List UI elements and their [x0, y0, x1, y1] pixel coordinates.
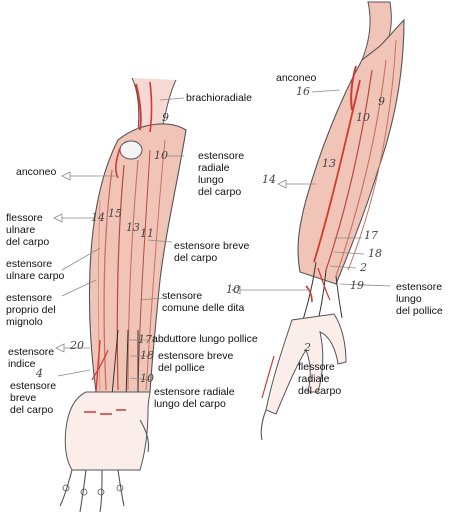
muscle-number-9-right: 9 [378, 95, 385, 108]
label-flessore-ulnare: flessore ulnare del carpo [6, 212, 50, 248]
muscle-number-17-left: 17 [138, 333, 152, 346]
muscle-number-18-left: 18 [140, 349, 154, 362]
muscle-number-19: 19 [350, 279, 364, 292]
label-estensore-ulnare: estensore ulnare carpo [6, 258, 65, 282]
muscle-number-10-left: 10 [154, 149, 168, 162]
muscle-number-16: 16 [296, 85, 310, 98]
label-flessore-radiale: flessore radiale del carpo [298, 361, 342, 397]
label-estensore-proprio-mignolo: estensore proprio del mignolo [6, 292, 56, 328]
muscle-number-17-right: 17 [364, 229, 378, 242]
muscle-number-14: 14 [91, 211, 105, 224]
label-estensore-indice: estensore indice [8, 346, 55, 370]
muscle-number-14-right: 14 [262, 173, 276, 186]
muscle-number-10-right: 10 [356, 111, 370, 124]
label-estensore-lungo-pollice: estensore lungo del pollice [396, 281, 443, 317]
label-estensore-radiale-lungo: estensore radiale lungo del carpo [198, 150, 245, 198]
label-anconeo-left: anconeo [16, 166, 57, 178]
muscle-number-11: 11 [140, 227, 154, 240]
left-forearm-illustration [59, 77, 187, 513]
muscle-number-20: 20 [70, 339, 84, 352]
label-estensore-breve-carpo-left: estensore breve del carpo [10, 380, 57, 416]
label-estensore-breve-pollice: estensore breve del pollice [158, 350, 234, 374]
label-stensore-comune: stensore comune delle dita [162, 290, 245, 314]
leader-lines [53, 89, 391, 381]
muscle-number-2-right: 2 [360, 261, 367, 274]
muscle-number-4-left: 4 [36, 367, 43, 380]
label-anconeo-right: anconeo [276, 72, 317, 84]
muscle-number-13-right: 13 [322, 157, 336, 170]
label-brachioradiale: brachioradiale [186, 92, 252, 104]
muscle-number-15: 15 [108, 207, 122, 220]
label-estensore-radiale-lungo-bottom: estensore radiale lungo del carpo [154, 386, 235, 410]
muscle-number-10-wrist: 10 [140, 372, 154, 385]
muscle-number-10-lower-right: 10 [226, 283, 240, 296]
muscle-number-18-right: 18 [368, 247, 382, 260]
muscle-number-2-hand: 2 [304, 341, 311, 354]
right-forearm-illustration [260, 1, 405, 441]
label-abduttore-lungo: abduttore lungo pollice [152, 333, 258, 345]
muscle-number-13: 13 [126, 221, 140, 234]
label-estensore-breve-carpo-right: estensore breve del carpo [174, 240, 250, 264]
muscle-number-9-left: 9 [162, 111, 169, 124]
